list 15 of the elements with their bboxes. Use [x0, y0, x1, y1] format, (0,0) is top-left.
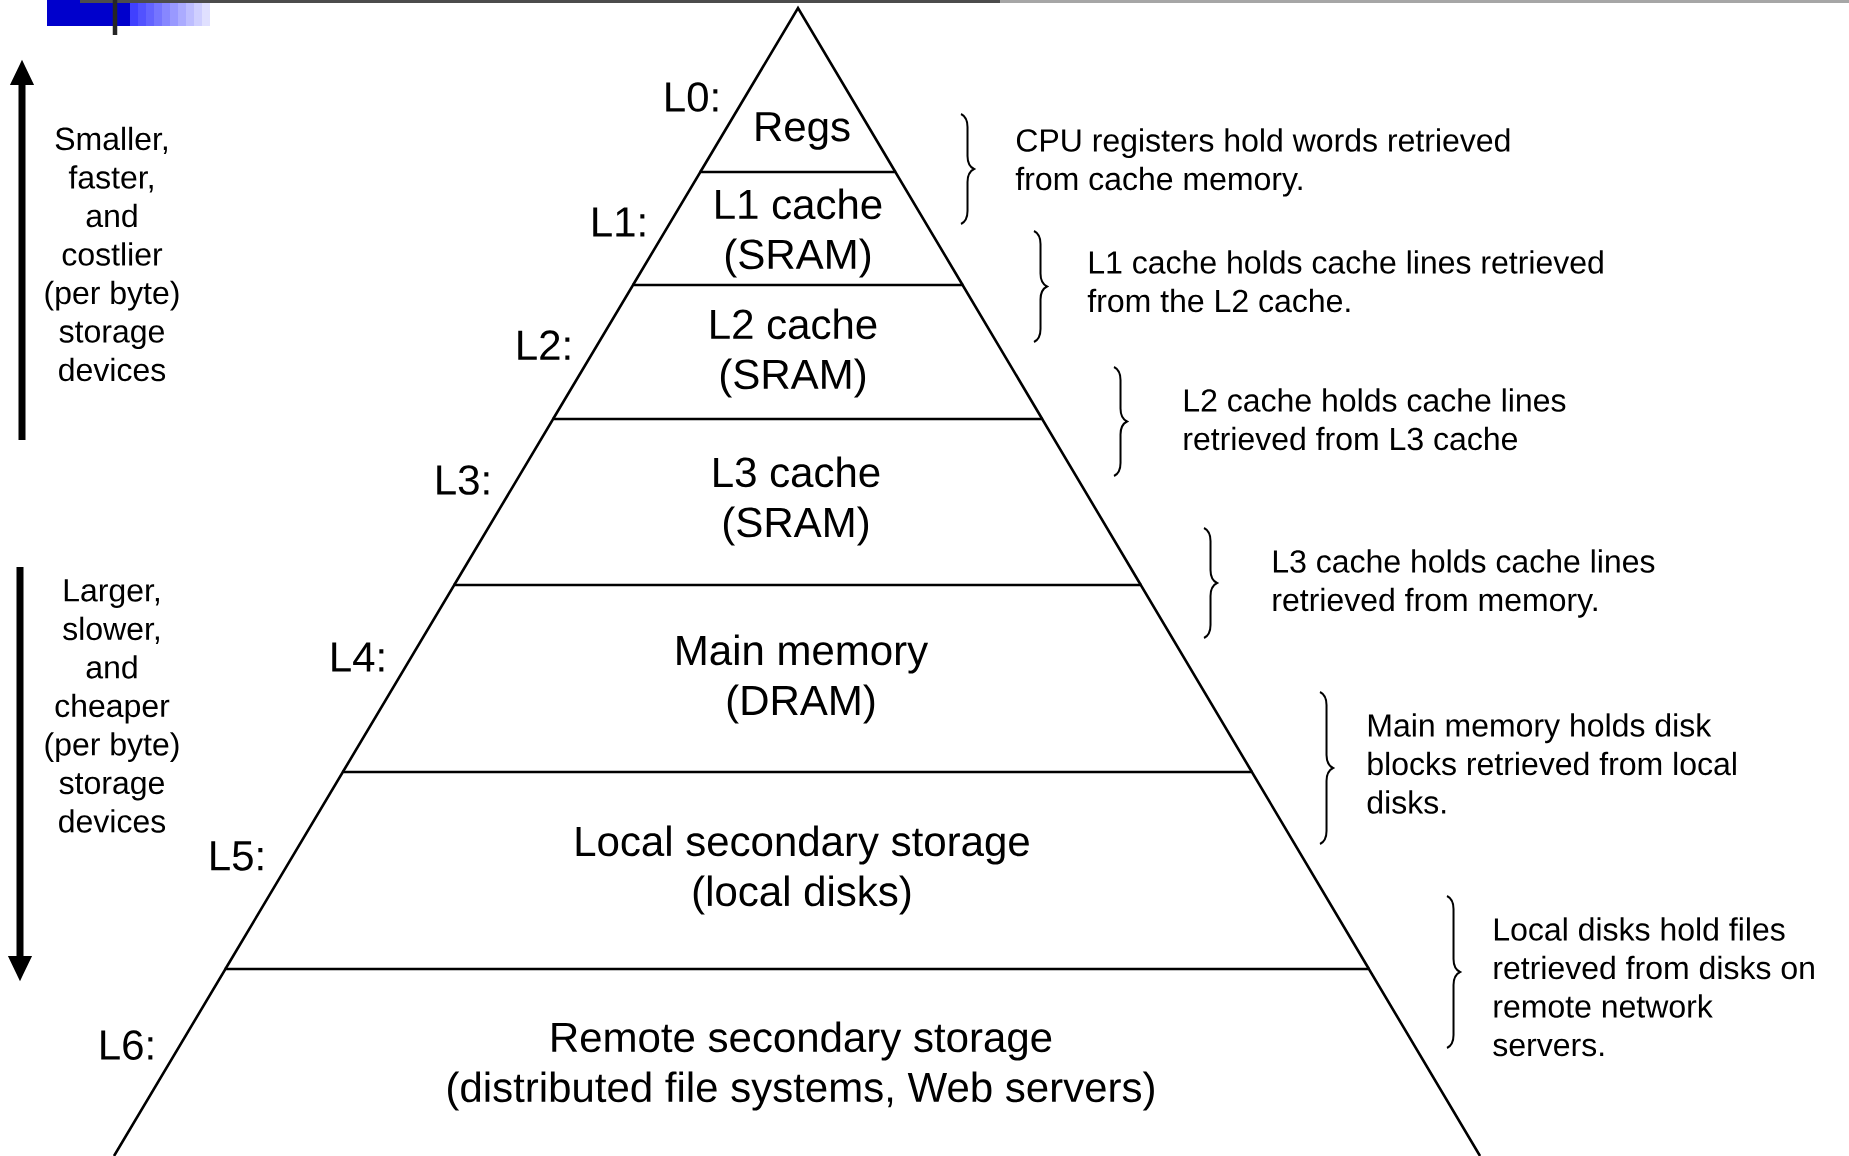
level-label: L4:: [332, 642, 384, 672]
level-label: L6:: [101, 1030, 153, 1060]
description-text: Local disks hold files retrieved from disks on remote network servers.: [1493, 917, 1814, 1057]
description-text: L3 cache holds cache lines retrieved from memory.: [1273, 549, 1655, 618]
description-text: CPU registers hold words retrieved from cache memory.: [1015, 128, 1510, 197]
level-label: L3:: [437, 465, 489, 495]
description-text: Main memory holds disk blocks retrieved from local disks.: [1367, 713, 1736, 814]
description-text: L2 cache holds cache lines retrieved from L3 cache: [1184, 388, 1566, 451]
level-label: L2:: [518, 330, 570, 360]
level-label: L0:: [666, 82, 718, 112]
description-text: L1 cache holds cache lines retrieved from the L2 cache.: [1087, 250, 1603, 313]
side-note: Smaller, faster, and costlier (per byte) storage devices: [45, 126, 179, 382]
level-label: L5:: [211, 841, 263, 871]
side-note: Larger, slower, and cheaper (per byte) storage devices: [45, 579, 179, 833]
level-label: L1:: [593, 207, 645, 237]
